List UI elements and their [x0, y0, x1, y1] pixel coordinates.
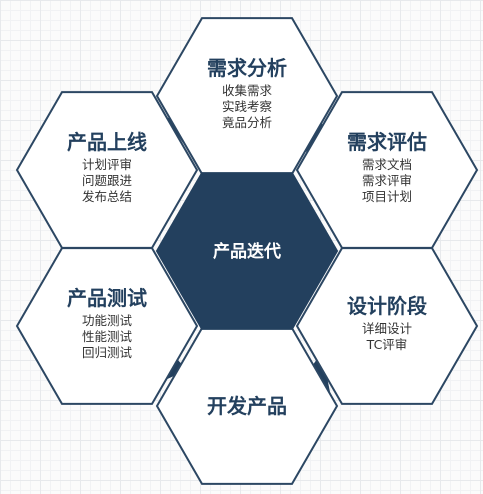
stage-item: 发布总结 [82, 189, 132, 204]
stage-item: 收集需求 [222, 83, 273, 98]
center-hub: 产品迭代 [155, 172, 339, 330]
stage-item: 功能测试 [82, 313, 133, 328]
stage-title: 需求评估 [347, 130, 427, 154]
stage-title: 开发产品 [207, 394, 287, 418]
center-label: 产品迭代 [213, 241, 281, 262]
stage-item: 计划评审 [82, 157, 132, 172]
stage-title: 产品测试 [67, 286, 147, 310]
stage-item: 需求评审 [362, 173, 412, 188]
stage-item: 项目计划 [362, 189, 412, 204]
stage-item: 性能测试 [82, 329, 133, 344]
stage-title: 需求分析 [207, 56, 287, 80]
stage-hexagon [295, 247, 479, 405]
stage-item: 详细设计 [362, 321, 412, 336]
stage-item: 回归测试 [82, 345, 133, 360]
stage-development: 开发产品 [155, 327, 339, 485]
stage-item: 实践考察 [222, 99, 273, 114]
stage-item: 竟品分析 [222, 115, 272, 130]
stage-item: 问题跟进 [82, 173, 133, 188]
stage-title: 产品上线 [67, 130, 147, 154]
stage-title: 设计阶段 [347, 294, 427, 318]
center-hexagon [155, 172, 339, 330]
stage-item: 需求文档 [362, 157, 412, 172]
stage-item: TC评审 [366, 337, 408, 352]
stage-hexagon [15, 91, 199, 249]
